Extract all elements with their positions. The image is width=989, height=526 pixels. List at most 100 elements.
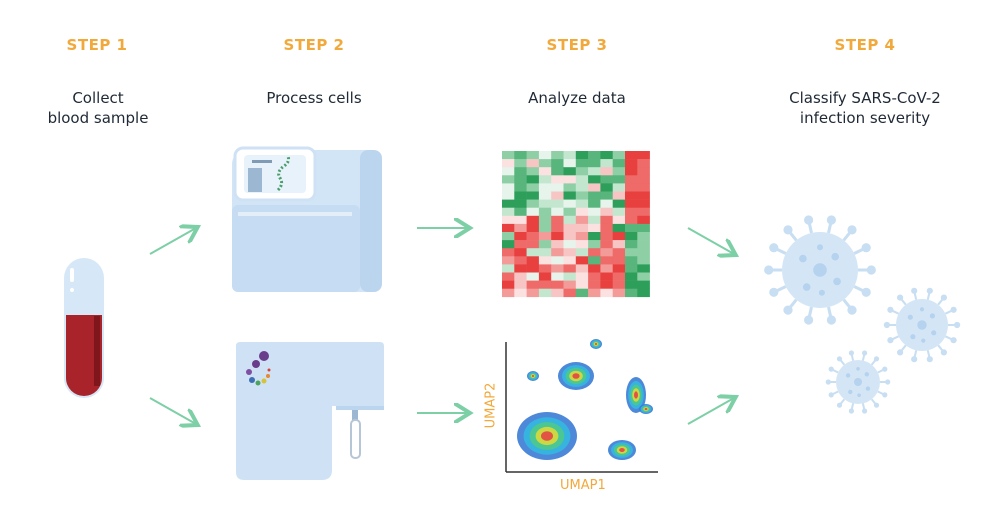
heatmap-cell	[502, 280, 515, 289]
heatmap-cell	[600, 207, 613, 217]
heatmap-cell	[526, 264, 540, 273]
heatmap-cell	[625, 232, 638, 241]
heatmap-cell	[514, 223, 527, 233]
heatmap-cell	[563, 167, 577, 176]
umap-scatter-icon	[505, 339, 658, 473]
heatmap-cell	[551, 183, 564, 192]
step-1-caption-line-2: blood sample	[47, 109, 149, 127]
heatmap-cell	[538, 272, 552, 281]
heatmap-cell	[625, 264, 638, 273]
umap-cluster-layer	[644, 408, 648, 410]
heatmap-cell	[637, 199, 650, 208]
step-1-label: STEP 1	[66, 36, 128, 54]
heatmap-cell	[600, 223, 613, 233]
heatmap-cell	[502, 183, 515, 192]
heatmap-cell	[612, 215, 626, 225]
heatmap-cell	[575, 280, 589, 289]
heatmap-cell	[551, 232, 564, 241]
heatmap-cell	[600, 248, 613, 257]
heatmap-cell	[612, 159, 626, 168]
umap-cluster-layer	[541, 431, 553, 441]
heatmap-cell	[514, 264, 527, 273]
heatmap-cell	[588, 223, 601, 233]
heatmap-cell	[526, 199, 540, 208]
heatmap-cell	[526, 159, 540, 168]
heatmap-cell	[575, 240, 589, 249]
arrow-1a	[149, 228, 196, 255]
heatmap-cell	[625, 288, 638, 298]
heatmap-cell	[588, 191, 601, 200]
heatmap-cell	[637, 256, 650, 265]
heatmap-cell	[526, 272, 540, 281]
heatmap-cell	[551, 191, 564, 200]
heatmap-cell	[612, 264, 626, 273]
heatmap-cell	[625, 223, 638, 233]
heatmap-cell	[637, 215, 650, 225]
heatmap-cell	[575, 207, 589, 217]
heatmap-cell	[514, 159, 527, 168]
arrows	[149, 228, 734, 424]
heatmap-cell	[625, 215, 638, 225]
heatmap-cell	[600, 175, 613, 184]
heatmap-cell	[612, 223, 626, 233]
heatmap-cell	[612, 151, 626, 160]
heatmap-cell	[551, 240, 564, 249]
heatmap-cell	[502, 191, 515, 200]
heatmap-cell	[514, 288, 527, 298]
heatmap-cell	[600, 191, 613, 200]
heatmap-cell	[575, 264, 589, 273]
heatmap-cell	[526, 151, 540, 160]
heatmap-cell	[538, 151, 552, 160]
heatmap-cell	[612, 207, 626, 217]
heatmap-cell	[588, 248, 601, 257]
heatmap-cell	[551, 272, 564, 281]
heatmap-cell	[625, 175, 638, 184]
heatmap-cell	[551, 199, 564, 208]
heatmap-cell	[575, 223, 589, 233]
heatmap-cell	[526, 183, 540, 192]
heatmap-cell	[588, 175, 601, 184]
heatmap-cell	[551, 151, 564, 160]
heatmap-cell	[575, 167, 589, 176]
heatmap-cell	[551, 264, 564, 273]
heatmap-cell	[588, 183, 601, 192]
heatmap-cell	[637, 272, 650, 281]
heatmap-cell	[637, 151, 650, 160]
heatmap-cell	[600, 288, 613, 298]
step-4-caption-line-2: infection severity	[799, 109, 931, 127]
heatmap-cell	[575, 215, 589, 225]
heatmap-cell	[625, 159, 638, 168]
heatmap-cell	[637, 207, 650, 217]
heatmap-cell	[625, 167, 638, 176]
heatmap-cell	[575, 191, 589, 200]
heatmap-cell	[575, 288, 589, 298]
heatmap-cell	[588, 272, 601, 281]
heatmap-cell	[538, 191, 552, 200]
heatmap-cell	[600, 199, 613, 208]
heatmap-cell	[514, 248, 527, 257]
heatmap-cell	[600, 159, 613, 168]
step-4-caption: Classify SARS-CoV-2 infection severity	[755, 88, 975, 128]
heatmap-cell	[637, 167, 650, 176]
heatmap-cell	[514, 256, 527, 265]
heatmap-cell	[575, 199, 589, 208]
heatmap-cell	[551, 223, 564, 233]
heatmap-cell	[588, 207, 601, 217]
heatmap-cell	[526, 207, 540, 217]
heatmap-cell	[514, 191, 527, 200]
umap-cluster-layer	[594, 343, 598, 345]
heatmap-cell	[502, 288, 515, 298]
heatmap-cell	[563, 159, 577, 168]
heatmap-cell	[588, 280, 601, 289]
virus-icon	[825, 350, 891, 414]
heatmap-cell	[514, 215, 527, 225]
step-1-caption-line-1: Collect	[72, 89, 124, 107]
heatmap-cell	[588, 159, 601, 168]
step-2-label: STEP 2	[283, 36, 345, 54]
umap-cluster-layer	[531, 375, 535, 377]
heatmap-cell	[502, 223, 515, 233]
heatmap-cell	[551, 248, 564, 257]
heatmap-cell	[551, 167, 564, 176]
heatmap-cell	[514, 175, 527, 184]
sequencer-icon	[232, 146, 382, 292]
